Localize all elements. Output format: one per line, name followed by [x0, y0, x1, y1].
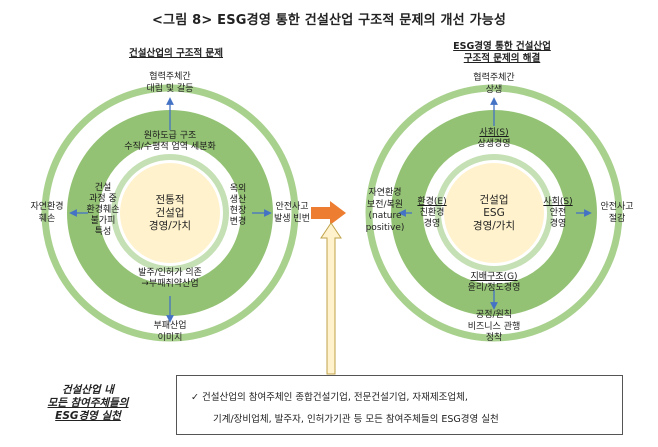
- right-center-line-3: 경영/가치: [472, 220, 516, 232]
- left-ring-left-line-1: 건설: [94, 183, 112, 193]
- right-ring-right-line-2: 안전: [549, 208, 567, 218]
- right-ring-left: 환경(E) 친환경 경영: [412, 197, 452, 230]
- right-right-outer-line-2: 절감: [608, 213, 626, 224]
- left-ring-bottom-line-1: 발주/인허가 의존: [138, 268, 202, 278]
- right-top-outer-line-1: 협력주체간: [473, 73, 515, 83]
- right-ring-left-line-3: 경영: [423, 219, 441, 229]
- left-bottom-outer-line-1: 부패산업: [153, 321, 187, 331]
- left-top-outer-line-2: 대립 및 갈등: [146, 83, 194, 94]
- right-ring-bottom-line-2: 윤리/정도경영: [467, 283, 521, 293]
- left-ring-right: 옥외 생산 현장 변경: [222, 184, 254, 228]
- left-ring-left-line-5: 특성: [94, 227, 112, 237]
- right-ring-right: 사회(S) 안전 경영: [536, 197, 580, 230]
- implementation-box: ✓ 건설산업의 참여주체인 종합건설기업, 전문건설기업, 자재제조업체, 기계…: [176, 375, 623, 435]
- right-inner-ring: [435, 154, 553, 272]
- right-bottom-outer: 공정/원칙 비즈니스 관행 정착: [444, 310, 544, 345]
- right-center: 건설업 ESG 경영/가치: [454, 194, 534, 233]
- left-right-outer-line-2: 발생 빈번: [274, 213, 310, 224]
- left-center-line-2: 건설업: [155, 207, 185, 219]
- left-ring-left-line-3: 환경훼손: [86, 205, 120, 215]
- right-bottom-outer-line-1: 공정/원칙: [475, 310, 513, 320]
- left-center-line-1: 전통적: [155, 194, 185, 206]
- left-top-outer: 협력주체간 대립 및 갈등: [120, 72, 220, 95]
- left-ring-bottom-line-2: →부패취약산업: [141, 279, 199, 289]
- left-diagram: [41, 84, 299, 342]
- left-center-line-3: 경영/가치: [148, 220, 192, 232]
- left-ring-right-line-1: 옥외: [229, 184, 247, 194]
- left-top-outer-line-1: 협력주체간: [149, 72, 191, 82]
- right-right-outer: 안전사고 절감: [588, 202, 646, 225]
- left-ring-right-line-3: 현장: [229, 206, 247, 216]
- right-ring-left-line-2: 친환경: [419, 208, 445, 218]
- side-note: 건설산업 내 모든 참여주체들의 ESG경영 실천: [18, 384, 158, 423]
- left-ring-bottom: 발주/인허가 의존 →부패취약산업: [110, 268, 230, 290]
- left-right-outer: 안전사고 발생 빈번: [262, 202, 322, 225]
- implementation-up-arrow: [320, 222, 342, 375]
- right-center-line-2: ESG: [483, 207, 505, 219]
- right-left-outer-line-1: 자연환경: [368, 188, 402, 198]
- right-left-outer-line-3: (nature: [368, 211, 402, 221]
- side-note-line-3: ESG경영 실천: [55, 410, 121, 422]
- right-center-circle: [444, 163, 544, 263]
- box-line-1: ✓ 건설산업의 참여주체인 종합건설기업, 전문건설기업, 자재제조업체,: [191, 392, 468, 403]
- left-left-outer-line-2: 훼손: [38, 213, 56, 224]
- right-heading-line-2: 구조적 문제의 해결: [463, 53, 541, 64]
- right-bottom-outer-line-3: 정착: [485, 333, 503, 343]
- left-bottom-outer: 부패산업 이미지: [130, 321, 210, 344]
- left-ring-left-line-4: 불가피: [90, 216, 116, 226]
- left-left-outer-line-1: 자연환경: [30, 202, 64, 212]
- right-ring-bottom: 지배구조(G) 윤리/정도경영: [444, 272, 544, 294]
- left-bottom-outer-line-2: 이미지: [157, 332, 183, 343]
- right-ring-right-line-3: 경영: [549, 219, 567, 229]
- left-ring-right-line-4: 변경: [229, 217, 247, 227]
- left-ring-left: 건설 과정 중 환경훼손 불가피 특성: [78, 183, 128, 238]
- right-right-outer-line-1: 안전사고: [600, 202, 634, 212]
- side-note-line-2: 모든 참여주체들의: [47, 397, 129, 409]
- left-ring-top-line-1: 원하도급 구조: [143, 131, 197, 141]
- side-note-line-1: 건설산업 내: [62, 384, 114, 396]
- transition-arrow: [311, 201, 346, 225]
- left-center: 전통적 건설업 경영/가치: [130, 194, 210, 233]
- right-left-outer: 자연환경 보전/복원 (nature positive): [356, 188, 414, 234]
- right-bottom-outer-line-2: 비즈니스 관행: [467, 321, 521, 332]
- left-ring-top-line-2: 수직/수평적 업역 세분화: [124, 142, 216, 152]
- left-inner-ring: [111, 154, 229, 272]
- right-heading: ESG경영 통한 건설산업 구조적 문제의 해결: [412, 41, 592, 65]
- right-left-outer-line-2: 보전/복원: [366, 199, 404, 210]
- box-line-2: 기계/장비업체, 발주자, 인허가기관 등 모든 참여주체들의 ESG경영 실천: [213, 414, 499, 425]
- right-ring-left-line-1: 환경(E): [417, 197, 447, 207]
- right-outer-ring: [365, 84, 623, 342]
- right-top-outer-line-2: 상생: [485, 84, 503, 95]
- right-top-outer: 협력주체간 상생: [444, 73, 544, 96]
- right-ring-right-line-1: 사회(S): [543, 197, 573, 207]
- right-ring-top-line-2: 상생경영: [477, 139, 511, 149]
- right-heading-line-1: ESG경영 통한 건설산업: [453, 41, 551, 52]
- left-right-outer-line-1: 안전사고: [275, 202, 309, 212]
- right-ring-top: 사회(S) 상생경영: [444, 128, 544, 150]
- right-left-outer-line-4: positive): [365, 222, 405, 233]
- left-ring-right-line-2: 생산: [229, 195, 247, 205]
- left-outer-ring: [41, 84, 299, 342]
- left-ring-top: 원하도급 구조 수직/수평적 업역 세분화: [100, 131, 240, 153]
- right-diagram: [365, 84, 623, 342]
- right-ring-bottom-line-1: 지배구조(G): [470, 272, 518, 282]
- right-center-line-1: 건설업: [479, 194, 509, 206]
- left-heading: 건설산업의 구조적 문제: [128, 48, 223, 59]
- right-ring-top-line-1: 사회(S): [479, 128, 509, 138]
- left-ring-left-line-2: 과정 중: [89, 194, 117, 204]
- figure-title: <그림 8> ESG경영 통한 건설산업 구조적 문제의 개선 가능성: [151, 13, 507, 28]
- left-left-outer: 자연환경 훼손: [24, 202, 70, 225]
- left-center-circle: [120, 163, 220, 263]
